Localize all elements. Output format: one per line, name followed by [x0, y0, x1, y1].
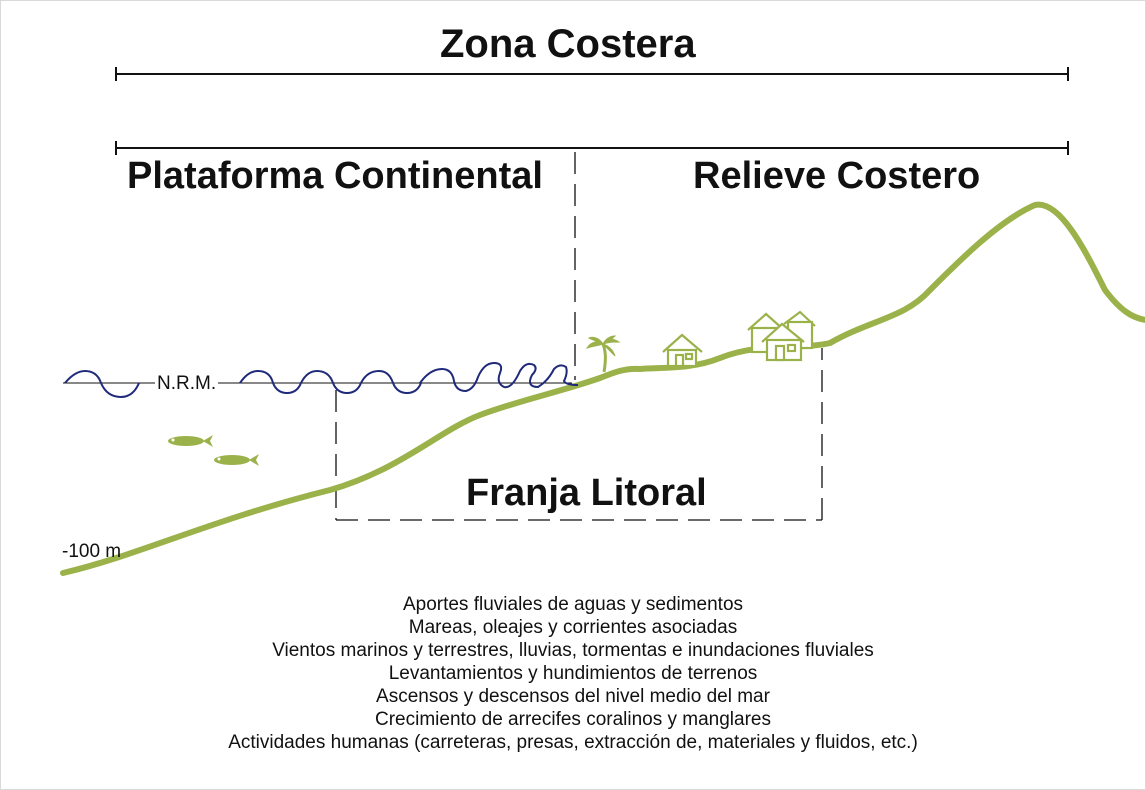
house-icon: [662, 333, 703, 368]
plataforma-continental-label: Plataforma Continental: [127, 155, 543, 197]
franja-litoral-box: [335, 348, 823, 521]
houses-icon: [747, 310, 816, 362]
subzone-bracket: [115, 141, 1069, 155]
factor-item: Ascensos y descensos del nivel medio del…: [376, 686, 770, 707]
depth-label: -100 m: [62, 541, 122, 562]
zona-costera-bracket: [115, 67, 1069, 81]
terrain-profile: [60, 201, 1146, 576]
factor-item: Vientos marinos y terrestres, lluvias, t…: [272, 640, 874, 661]
factor-item: Levantamientos y hundimientos de terreno…: [388, 663, 758, 684]
zona-costera-title: Zona Costera: [440, 22, 696, 66]
factor-item: Crecimiento de arrecifes coralinos y man…: [375, 709, 771, 730]
influencing-factors-list: Aportes fluviales de aguas y sedimentos …: [0, 593, 1146, 754]
palm-tree-icon: [585, 335, 621, 373]
sea-level-label: N.R.M.: [155, 373, 219, 395]
factor-item: Actividades humanas (carreteras, presas,…: [228, 732, 918, 753]
relieve-costero-label: Relieve Costero: [693, 155, 981, 197]
franja-litoral-label: Franja Litoral: [466, 472, 707, 514]
factor-item: Mareas, oleajes y corrientes asociadas: [408, 617, 738, 638]
factor-item: Aportes fluviales de aguas y sedimentos: [402, 594, 744, 615]
waves: [64, 361, 579, 399]
fish-icon: [168, 435, 213, 447]
fish-icon: [214, 454, 259, 466]
